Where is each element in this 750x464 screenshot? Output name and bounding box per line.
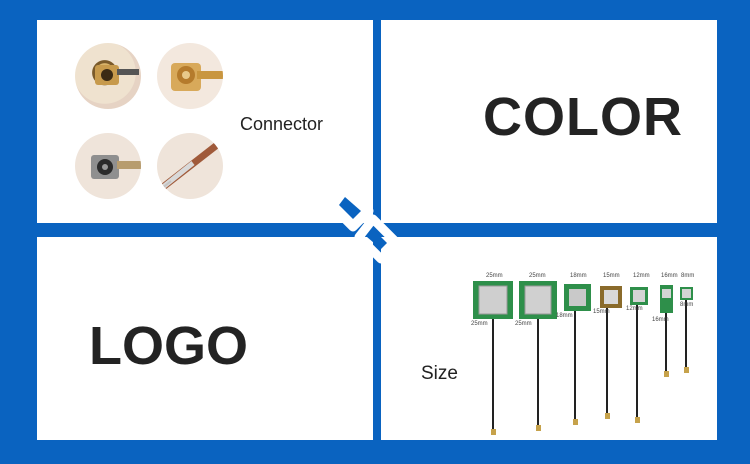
dim-side-1: 25mm [471, 321, 488, 327]
connector-photo-3 [75, 133, 141, 199]
logo-label: LOGO [89, 316, 248, 376]
connector-photo-2 [157, 43, 223, 109]
dim-top-2: 25mm [529, 273, 546, 279]
dim-top-5: 12mm [633, 273, 650, 279]
dim-side-7: 8mm [680, 302, 693, 308]
connector-photo-4 [157, 133, 223, 199]
connector-photo-1 [75, 43, 141, 109]
link-emblem [326, 182, 402, 264]
antenna-6 [660, 285, 673, 377]
dim-side-2: 25mm [515, 321, 532, 327]
dim-top-3: 18mm [570, 273, 587, 279]
antenna-lineup: 25mm 25mm 18mm 15mm 12mm 16mm 8mm 25mm 2… [471, 273, 694, 435]
dim-top-6: 16mm [661, 273, 678, 279]
dim-side-4: 15mm [593, 309, 610, 315]
antenna-4 [600, 286, 622, 419]
connector-panel: Connector [37, 20, 373, 223]
connector-label: Connector [240, 114, 324, 134]
logo-panel: LOGO [37, 237, 373, 440]
size-panel: Size [381, 237, 717, 440]
dim-top-7: 8mm [681, 273, 694, 279]
dim-top-1: 25mm [486, 273, 503, 279]
dim-side-6: 16mm [652, 317, 669, 323]
antenna-2 [519, 281, 557, 431]
color-panel: COLOR [381, 20, 717, 223]
antenna-3 [564, 284, 591, 425]
dim-top-4: 15mm [603, 273, 620, 279]
antenna-7 [680, 287, 693, 373]
antenna-1 [473, 281, 513, 435]
antenna-5 [630, 287, 648, 423]
size-label: Size [421, 363, 458, 384]
dim-side-5: 12mm [626, 306, 643, 312]
dim-side-3: 18mm [556, 313, 573, 319]
color-label: COLOR [483, 87, 683, 147]
